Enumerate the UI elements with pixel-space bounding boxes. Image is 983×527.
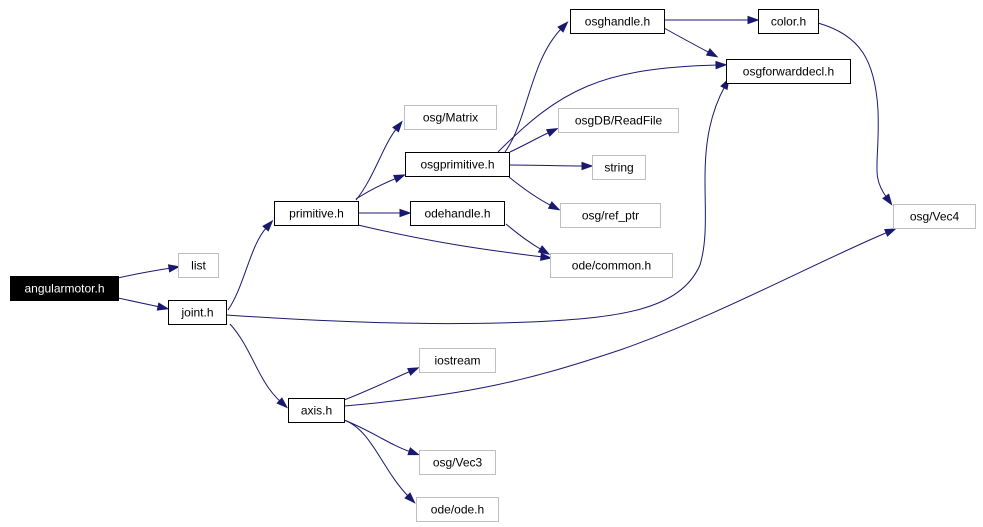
node-axis[interactable]: axis.h bbox=[288, 398, 345, 423]
node-odehandle[interactable]: odehandle.h bbox=[410, 201, 505, 226]
edge-axis-to-osgvec3 bbox=[343, 419, 420, 456]
node-label: osgDB/ReadFile bbox=[575, 114, 663, 128]
node-label: osg/Vec4 bbox=[910, 210, 960, 224]
node-osgforwarddecl[interactable]: osgforwarddecl.h bbox=[726, 59, 851, 84]
edge-primitive-to-odehandle bbox=[358, 208, 412, 218]
arrowhead bbox=[262, 219, 274, 232]
node-osgrefptr: osg/ref_ptr bbox=[560, 203, 661, 228]
edge-joint-to-axis bbox=[229, 323, 289, 409]
node-list: list bbox=[178, 253, 219, 278]
arrowhead bbox=[540, 252, 553, 261]
edge-axis-to-osgvec4 bbox=[343, 228, 897, 407]
node-osgmatrix: osg/Matrix bbox=[404, 105, 497, 130]
arrowhead bbox=[392, 120, 403, 133]
node-string: string bbox=[592, 155, 646, 180]
edge-axis-to-iostream bbox=[343, 367, 420, 401]
node-label: osg/ref_ptr bbox=[582, 209, 639, 223]
arrowhead bbox=[747, 15, 760, 25]
edge-color-to-osgvec4 bbox=[817, 22, 893, 206]
node-label: string bbox=[604, 161, 633, 175]
node-osgvec4: osg/Vec4 bbox=[893, 204, 976, 229]
arrowhead bbox=[537, 245, 551, 255]
edge-angularmotor-to-list bbox=[117, 264, 181, 279]
node-odecommon: ode/common.h bbox=[550, 253, 673, 278]
arrowhead bbox=[407, 447, 420, 456]
node-label: osg/Vec3 bbox=[433, 456, 483, 470]
node-label: color.h bbox=[771, 15, 806, 29]
edge-osgprimitive-to-osgrefptr bbox=[508, 176, 561, 211]
arrowhead bbox=[156, 302, 170, 311]
edge-primitive-to-osgprimitive bbox=[355, 174, 406, 200]
arrowhead bbox=[882, 193, 893, 206]
edge-odehandle-to-odecommon bbox=[505, 223, 551, 255]
node-label: list bbox=[191, 259, 206, 273]
arrowhead bbox=[276, 397, 289, 409]
node-label: odehandle.h bbox=[424, 207, 490, 221]
arrowhead bbox=[407, 367, 420, 376]
edge-osghandle-to-color bbox=[664, 15, 760, 25]
node-osgprimitive[interactable]: osgprimitive.h bbox=[405, 152, 510, 177]
arrowhead bbox=[404, 492, 416, 504]
node-osgdbreadfile: osgDB/ReadFile bbox=[558, 108, 679, 133]
node-angularmotor[interactable]: angularmotor.h bbox=[10, 276, 119, 301]
node-label: iostream bbox=[434, 354, 480, 368]
edge-osghandle-to-osgforwarddecl bbox=[663, 27, 719, 58]
node-label: axis.h bbox=[301, 404, 332, 418]
arrowhead bbox=[705, 48, 719, 58]
node-label: osg/Matrix bbox=[423, 111, 478, 125]
arrowhead bbox=[545, 127, 559, 137]
node-label: primitive.h bbox=[289, 207, 344, 221]
edge-primitive-to-odecommon bbox=[357, 224, 553, 261]
edge-osgprimitive-to-string bbox=[508, 161, 594, 171]
node-color[interactable]: color.h bbox=[758, 9, 819, 34]
node-iostream: iostream bbox=[419, 348, 496, 373]
node-osgvec3: osg/Vec3 bbox=[419, 450, 496, 475]
node-label: ode/common.h bbox=[572, 259, 651, 273]
edge-angularmotor-to-joint bbox=[117, 297, 170, 311]
edge-joint-to-primitive bbox=[227, 219, 274, 311]
arrowhead bbox=[167, 264, 181, 273]
node-primitive[interactable]: primitive.h bbox=[274, 201, 359, 226]
arrowhead bbox=[393, 174, 406, 183]
node-joint[interactable]: joint.h bbox=[168, 300, 227, 325]
node-label: angularmotor.h bbox=[24, 282, 104, 296]
edge-osgprimitive-to-osgdbreadfile bbox=[509, 127, 559, 153]
edge-primitive-to-osgmatrix bbox=[355, 120, 403, 201]
node-osghandle[interactable]: osghandle.h bbox=[570, 9, 665, 34]
node-odeode: ode/ode.h bbox=[416, 497, 499, 522]
node-label: joint.h bbox=[180, 306, 213, 320]
edge-osgprimitive-to-osgforwarddecl bbox=[497, 60, 728, 153]
edge-osgprimitive-to-osghandle bbox=[504, 21, 569, 153]
arrowhead bbox=[547, 201, 561, 211]
arrowhead bbox=[715, 60, 728, 70]
edge-axis-to-odeode bbox=[343, 419, 416, 504]
arrowhead bbox=[399, 208, 412, 218]
node-label: osgprimitive.h bbox=[420, 158, 494, 172]
arrowhead bbox=[581, 161, 594, 171]
node-label: ode/ode.h bbox=[431, 503, 484, 517]
node-label: osghandle.h bbox=[585, 15, 650, 29]
node-label: osgforwarddecl.h bbox=[743, 65, 834, 79]
arrowhead bbox=[557, 21, 569, 33]
arrowhead bbox=[884, 228, 897, 237]
